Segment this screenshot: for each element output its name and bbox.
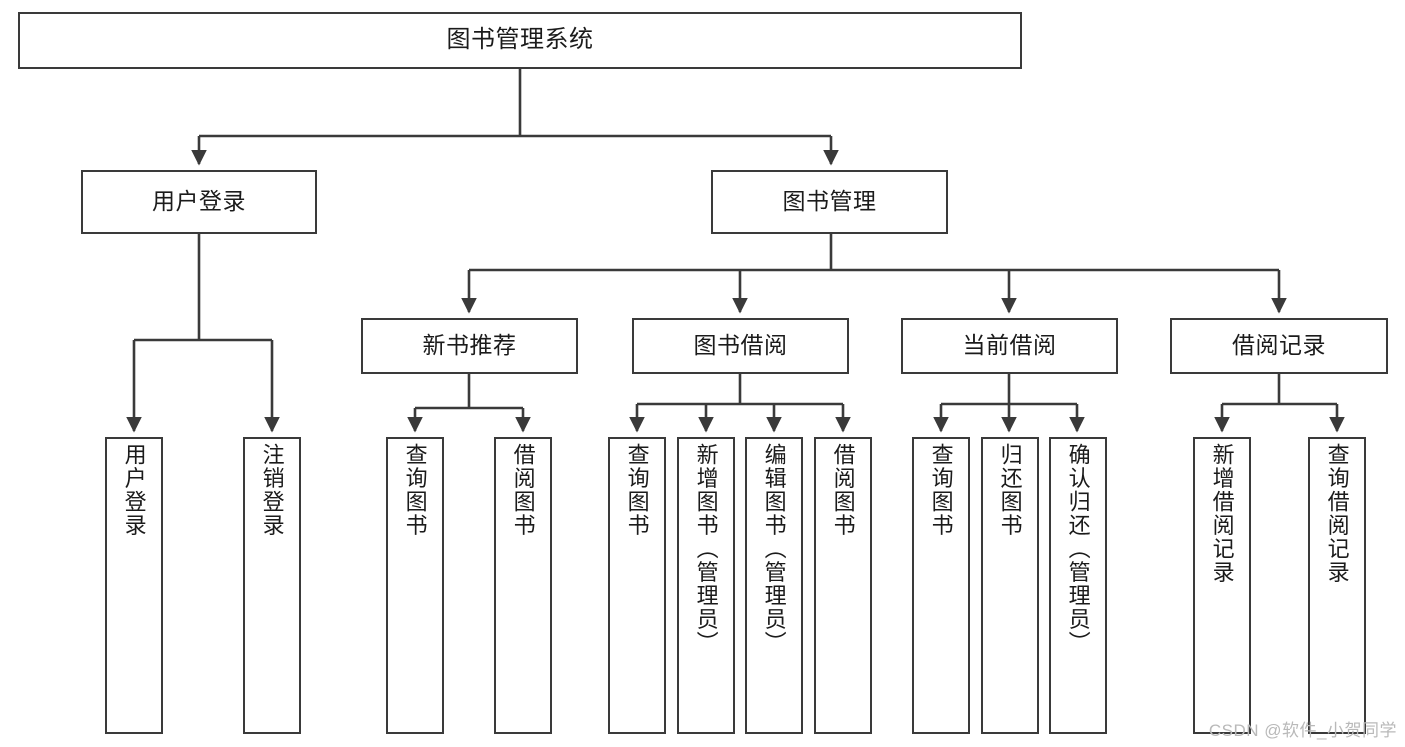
leaf-rec-query-book-label: 查询图书	[402, 443, 428, 537]
wire-borrow-record-bus	[1222, 374, 1337, 406]
node-book-borrow-label: 图书借阅	[693, 332, 788, 359]
leaf-current-return-book[interactable]: 归还图书	[981, 437, 1039, 734]
node-current-borrow-label: 当前借阅	[962, 332, 1057, 359]
csdn-watermark: CSDN @软件_小贺同学	[1208, 721, 1397, 740]
leaf-rec-borrow-book-label: 借阅图书	[510, 443, 536, 537]
leaf-current-return-book-label: 归还图书	[997, 443, 1023, 537]
node-new-book-recommend[interactable]: 新书推荐	[361, 318, 578, 374]
wire-book-manage-bus	[469, 234, 1279, 272]
node-book-manage-label: 图书管理	[782, 188, 877, 215]
leaf-borrow-query-book[interactable]: 查询图书	[608, 437, 666, 734]
wire-current-borrow-bus	[941, 374, 1077, 406]
leaf-user-login[interactable]: 用户登录	[105, 437, 163, 734]
node-user-login[interactable]: 用户登录	[81, 170, 317, 234]
leaf-record-query-record-label: 查询借阅记录	[1324, 443, 1350, 584]
leaf-user-logout[interactable]: 注销登录	[243, 437, 301, 734]
leaf-borrow-edit-book[interactable]: 编辑图书（管理员）	[745, 437, 803, 734]
leaf-borrow-add-book-label: 新增图书（管理员）	[693, 443, 719, 655]
node-borrow-record-label: 借阅记录	[1232, 332, 1326, 359]
leaf-borrow-query-book-label: 查询图书	[624, 443, 650, 537]
node-borrow-record[interactable]: 借阅记录	[1170, 318, 1388, 374]
leaf-record-add-record[interactable]: 新增借阅记录	[1193, 437, 1251, 734]
node-new-book-recommend-label: 新书推荐	[422, 332, 517, 359]
node-book-manage[interactable]: 图书管理	[711, 170, 948, 234]
leaf-user-logout-label: 注销登录	[259, 443, 285, 537]
wire-root-bus	[199, 69, 831, 138]
wire-user-login-bus	[134, 234, 272, 342]
leaf-current-confirm-return[interactable]: 确认归还（管理员）	[1049, 437, 1107, 734]
leaf-record-query-record[interactable]: 查询借阅记录	[1308, 437, 1366, 734]
leaf-borrow-borrow-book-label: 借阅图书	[830, 443, 856, 537]
leaf-borrow-add-book[interactable]: 新增图书（管理员）	[677, 437, 735, 734]
node-book-borrow[interactable]: 图书借阅	[632, 318, 849, 374]
leaf-borrow-borrow-book[interactable]: 借阅图书	[814, 437, 872, 734]
leaf-rec-borrow-book[interactable]: 借阅图书	[494, 437, 552, 734]
leaf-borrow-edit-book-label: 编辑图书（管理员）	[761, 443, 787, 655]
leaf-record-add-record-label: 新增借阅记录	[1209, 443, 1235, 584]
node-root-label: 图书管理系统	[446, 26, 594, 54]
node-root[interactable]: 图书管理系统	[18, 12, 1022, 69]
leaf-current-query-book[interactable]: 查询图书	[912, 437, 970, 734]
wire-new-book-rec-bus	[415, 374, 523, 410]
leaf-current-confirm-return-label: 确认归还（管理员）	[1065, 443, 1091, 655]
leaf-rec-query-book[interactable]: 查询图书	[386, 437, 444, 734]
node-current-borrow[interactable]: 当前借阅	[901, 318, 1118, 374]
leaf-user-login-label: 用户登录	[121, 443, 147, 537]
node-user-login-label: 用户登录	[152, 188, 246, 215]
leaf-current-query-book-label: 查询图书	[928, 443, 954, 537]
wire-book-borrow-bus	[637, 374, 843, 406]
